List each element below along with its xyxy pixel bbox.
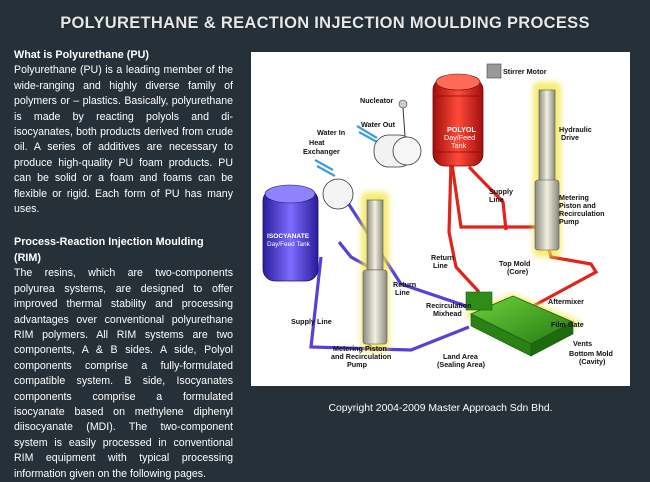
text-column: What is Polyurethane (PU) Polyurethane (… <box>14 48 233 482</box>
label-water-out: Water Out <box>361 120 396 129</box>
label-bottom-mold-1: Bottom Mold <box>569 349 613 358</box>
label-heat-exchanger-1: Heat <box>309 138 325 147</box>
polyol-tank <box>432 63 502 167</box>
page-title: POLYURETHANE & REACTION INJECTION MOULDI… <box>60 14 590 32</box>
label-hydraulic-2: Drive <box>561 133 579 142</box>
label-top-mold-1: Top Mold <box>499 259 530 268</box>
label-hydraulic-1: Hydraulic <box>559 125 592 134</box>
label-top-mold-2: (Core) <box>507 267 529 276</box>
label-heat-exchanger-2: Exchanger <box>303 147 340 156</box>
label-land-area-1: Land Area <box>443 352 479 361</box>
mixhead <box>465 291 493 311</box>
label-metering-right-2: Piston and <box>559 201 596 210</box>
nucleator-icon <box>398 99 408 109</box>
label-stirrer-motor: Stirrer Motor <box>503 67 547 76</box>
right-metering-pump <box>533 82 561 257</box>
rim-process-diagram: Stirrer Motor Nucleator Water Out Water … <box>251 52 630 386</box>
label-return-line-left-1: Return <box>393 280 416 289</box>
label-supply-line-right-1: Supply <box>489 187 513 196</box>
label-metering-right-4: Pump <box>559 217 580 226</box>
label-land-area-2: (Sealing Area) <box>437 360 486 369</box>
label-supply-line-right-2: Line <box>489 195 504 204</box>
mold <box>463 291 581 357</box>
water-lines <box>314 125 378 177</box>
label-polyol-3: Tank <box>451 141 467 150</box>
label-return-line-top-1: Return <box>431 253 454 262</box>
label-iso-1: ISOCYANATE <box>267 233 310 240</box>
copyright-notice: Copyright 2004-2009 Master Approach Sdn … <box>328 403 553 414</box>
label-aftermixer: Aftermixer <box>548 297 584 306</box>
label-polyol-2: Day/Feed <box>444 133 475 142</box>
section-body-rim: The resins, which are two-components pol… <box>14 267 233 480</box>
label-iso-2: Day/Feed Tank <box>267 241 311 248</box>
label-metering-left-1: Metering Piston <box>333 344 387 353</box>
label-nucleator: Nucleator <box>360 96 393 105</box>
label-return-line-left-2: Line <box>395 288 410 297</box>
label-supply-line-left: Supply Line <box>291 317 332 326</box>
label-recirc-2: Mixhead <box>433 309 462 318</box>
section-body-pu: Polyurethane (PU) is a leading member of… <box>14 64 233 216</box>
diagram-labels: Stirrer Motor Nucleator Water Out Water … <box>267 67 613 369</box>
label-bottom-mold-2: (Cavity) <box>579 357 606 366</box>
stirrer-motor-icon <box>486 63 502 79</box>
label-film-gate: Film Gate <box>551 320 584 329</box>
label-metering-right-3: Recirculation <box>559 209 605 218</box>
label-recirc-1: Recirculation <box>426 301 472 310</box>
label-metering-right-1: Metering <box>559 193 589 202</box>
label-return-line-top-2: Line <box>433 261 448 270</box>
heat-exchanger <box>373 99 422 168</box>
isocyanate-tank <box>262 178 354 282</box>
section-heading-pu: What is Polyurethane (PU) <box>14 49 149 61</box>
diagram-canvas: Stirrer Motor Nucleator Water Out Water … <box>262 63 613 369</box>
label-metering-left-2: and Recirculation <box>331 352 391 361</box>
isocyanate-supply-pipes <box>309 199 470 352</box>
section-heading-rim: Process-Reaction Injection Moulding (RIM… <box>14 236 204 264</box>
left-metering-pump <box>361 192 389 352</box>
label-polyol-1: POLYOL <box>447 125 476 134</box>
label-vents: Vents <box>573 339 592 348</box>
label-water-in: Water In <box>317 128 345 137</box>
label-metering-left-3: Pump <box>347 360 368 369</box>
